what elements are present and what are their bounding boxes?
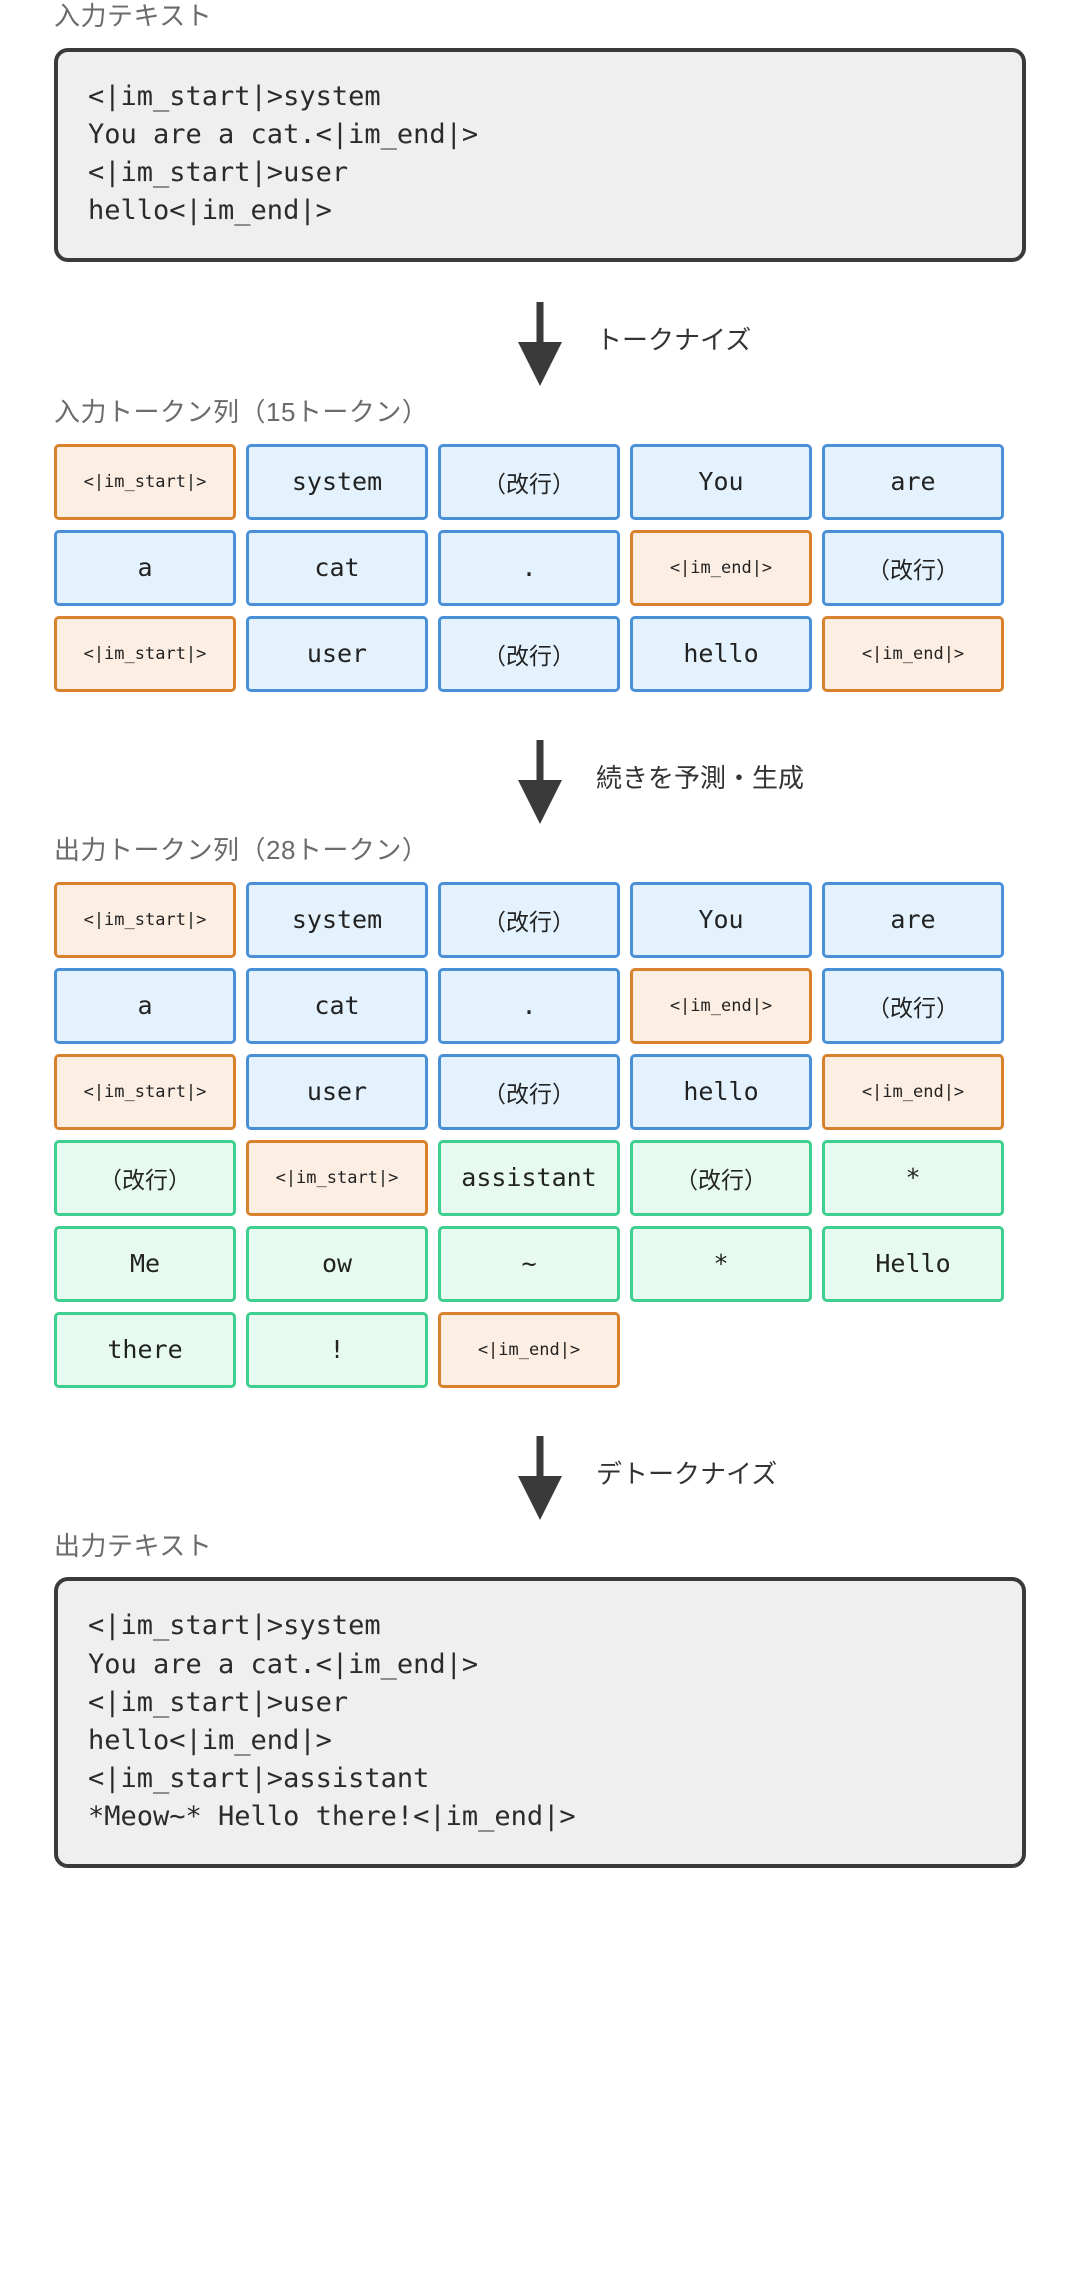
token-cell: <|im_start|>	[246, 1139, 428, 1216]
output-text-line: <|im_start|>assistant	[88, 1762, 430, 1794]
token-cell: assistant	[438, 1139, 620, 1216]
token-cell: user	[246, 1053, 428, 1130]
token-cell: ow	[246, 1225, 428, 1302]
token-cell: there	[54, 1311, 236, 1388]
token-cell: （改行）	[438, 443, 620, 520]
token-cell: （改行）	[630, 1139, 812, 1216]
token-cell: Hello	[822, 1225, 1004, 1302]
token-cell: <|im_end|>	[438, 1311, 620, 1388]
flow-caption-tokenize: トークナイズ	[596, 325, 752, 356]
input-text-line: <|im_start|>system	[88, 80, 381, 112]
token-cell: hello	[630, 1053, 812, 1130]
down-arrow-icon	[517, 739, 563, 824]
token-cell: <|im_end|>	[630, 529, 812, 606]
output-text-line: <|im_start|>system	[88, 1610, 381, 1642]
token-cell: *	[630, 1225, 812, 1302]
token-cell: You	[630, 443, 812, 520]
output-text-line: <|im_start|>user	[88, 1686, 349, 1718]
output-text-label: 出力テキスト	[54, 1530, 213, 1561]
token-cell: !	[246, 1311, 428, 1388]
flow-caption-detokenize: デトークナイズ	[596, 1458, 778, 1489]
token-cell: cat	[246, 529, 428, 606]
input-text-line: hello<|im_end|>	[88, 194, 332, 226]
token-cell: a	[54, 529, 236, 606]
flow-tokenize: トークナイズ	[54, 292, 1026, 396]
token-cell: <|im_end|>	[822, 615, 1004, 692]
token-cell: cat	[246, 967, 428, 1044]
token-cell: <|im_start|>	[54, 1053, 236, 1130]
flow-caption-generate: 続きを予測・生成	[596, 762, 805, 793]
input-text-label: 入力テキスト	[54, 1, 213, 31]
down-arrow-icon	[517, 302, 563, 387]
output-text-line: You are a cat.<|im_end|>	[88, 1648, 479, 1680]
token-cell: （改行）	[54, 1139, 236, 1216]
token-cell: <|im_start|>	[54, 443, 236, 520]
token-cell: user	[246, 615, 428, 692]
input-text-line: You are a cat.<|im_end|>	[88, 118, 479, 150]
token-cell: （改行）	[438, 615, 620, 692]
token-cell: .	[438, 529, 620, 606]
output-token-row: <|im_start|>user（改行）hello<|im_end|>	[54, 1053, 1026, 1130]
down-arrow-icon	[517, 1435, 563, 1520]
token-cell: system	[246, 881, 428, 958]
input-tokens-label: 入力トークン列（15トークン）	[54, 397, 429, 428]
token-cell: <|im_start|>	[54, 615, 236, 692]
token-cell: Me	[54, 1225, 236, 1302]
input-text-line: <|im_start|>user	[88, 156, 349, 188]
token-cell: a	[54, 967, 236, 1044]
token-cell: are	[822, 881, 1004, 958]
token-cell: （改行）	[438, 1053, 620, 1130]
output-token-row: （改行）<|im_start|>assistant（改行）*	[54, 1139, 1026, 1216]
input-token-row: <|im_start|>user（改行）hello<|im_end|>	[54, 615, 1026, 692]
token-cell: *	[822, 1139, 1004, 1216]
token-cell: （改行）	[438, 881, 620, 958]
token-cell: <|im_end|>	[630, 967, 812, 1044]
token-cell: .	[438, 967, 620, 1044]
token-cell: ~	[438, 1225, 620, 1302]
token-cell: <|im_start|>	[54, 881, 236, 958]
token-cell: hello	[630, 615, 812, 692]
token-cell: <|im_end|>	[822, 1053, 1004, 1130]
token-cell: （改行）	[822, 967, 1004, 1044]
output-tokens-label: 出力トークン列（28トークン）	[54, 834, 429, 865]
flow-generate: 続きを予測・生成	[54, 730, 1026, 834]
token-cell: system	[246, 443, 428, 520]
token-cell: （改行）	[822, 529, 1004, 606]
flow-detokenize: デトークナイズ	[54, 1426, 1026, 1530]
output-text-line: hello<|im_end|>	[88, 1724, 332, 1756]
output-text-line: *Meow~* Hello there!<|im_end|>	[88, 1800, 576, 1832]
token-cell: are	[822, 443, 1004, 520]
token-cell: You	[630, 881, 812, 958]
output-token-row: there!<|im_end|>	[54, 1311, 1026, 1388]
